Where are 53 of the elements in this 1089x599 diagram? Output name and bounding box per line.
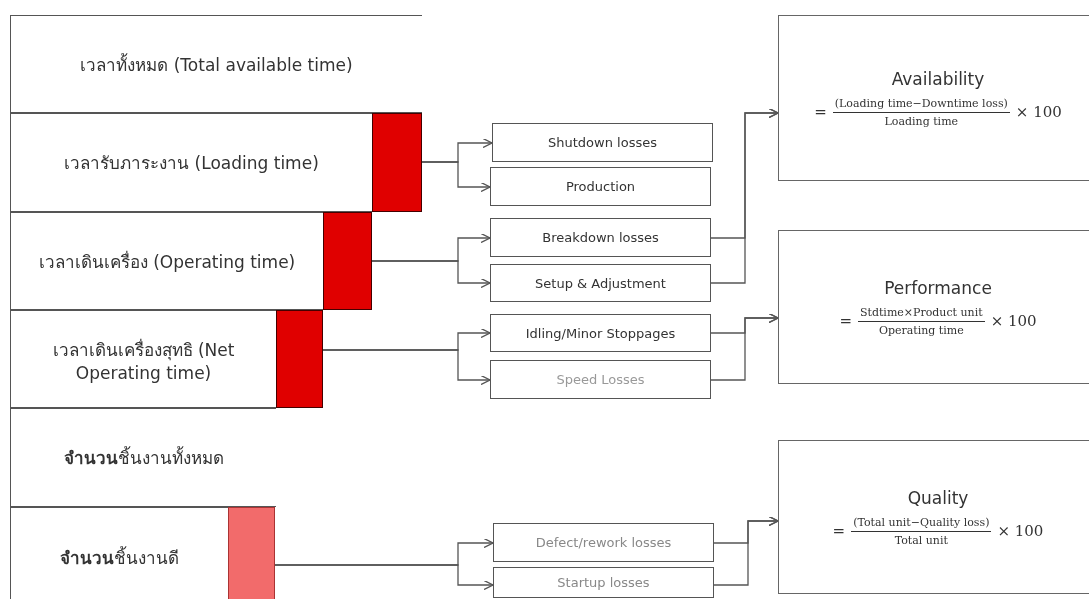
formula-heading: Quality [907,487,969,508]
box-label: Breakdown losses [542,230,659,245]
numerator: Stdtime×Product unit [857,305,985,322]
time-box [10,408,276,507]
formula-heading: Performance [884,277,992,298]
box-label: จำนวนชิ้นงานทั้งหมด [63,445,224,470]
arrow [421,161,491,193]
formula-box [778,230,1089,384]
box-label: Setup & Adjustment [535,275,666,291]
loss-bar [323,212,372,310]
box-label: Production [565,179,636,194]
loss-bar [228,507,275,599]
arrow [322,349,491,386]
formula-heading: Availability [891,68,985,89]
arrow [710,107,779,284]
numerator: (Loading time−Downtime loss) [832,96,1010,113]
numerator: (Total unit−Quality loss) [851,515,992,532]
loss-box [492,123,713,162]
box-label: Speed Losses [556,372,645,387]
multiplier: × 100 [997,522,1044,540]
box-label: เวลาทั้งหมด (Total available time) [80,52,353,77]
box-label: Shutdown losses [548,135,657,150]
loss-box [490,167,711,206]
multiplier: × 100 [1015,103,1062,121]
loss-box [490,218,711,257]
equals-sign: = [814,103,827,121]
loss-box [493,567,714,598]
box-label: จำนวนชิ้นงานดี [60,545,179,570]
box-label: Defect/rework losses [535,535,672,550]
loss-bar [276,310,323,408]
arrow [710,312,779,381]
equals-sign: = [839,312,852,330]
loss-box [490,360,711,399]
box-label: Startup losses [557,575,650,590]
denominator: Loading time [884,113,959,128]
formula-box [778,15,1089,181]
arrow [371,260,491,289]
multiplier: × 100 [990,312,1037,330]
equals-sign: = [832,522,846,540]
loss-box [490,314,711,352]
loss-box [493,523,714,562]
denominator: Operating time [878,322,964,337]
time-box [10,15,422,113]
box-label: Idling/Minor Stoppages [525,325,676,341]
box-label: เวลารับภาระงาน (Loading time) [64,152,319,175]
arrow [713,515,779,586]
loss-bar [372,113,422,212]
denominator: Total unit [894,532,948,547]
formula-box [778,440,1089,594]
box-label: เวลาเดินเครื่องสุทธิ (Net Operating time) [51,337,236,383]
arrow [274,564,494,591]
loss-box [490,264,711,302]
box-label: เวลาเดินเครื่อง (Operating time) [38,249,296,274]
